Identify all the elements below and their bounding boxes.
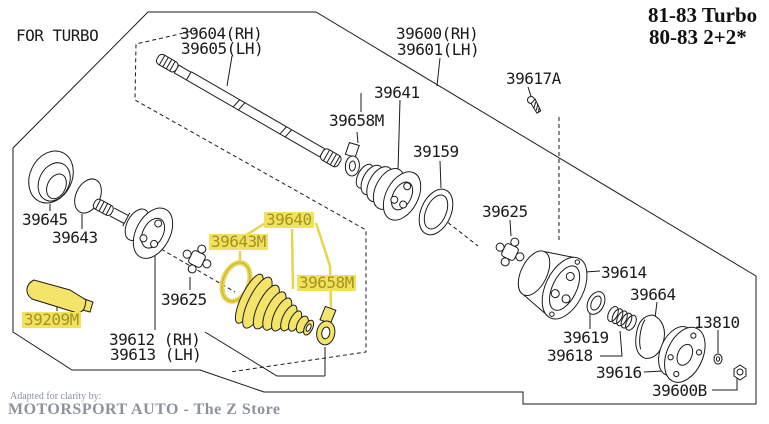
hub-39616-art — [658, 326, 706, 383]
ring-39159-art — [418, 188, 454, 236]
part-label-39613-lh: 39613 (LH) — [110, 345, 202, 364]
inner-edge — [204, 331, 325, 377]
part-label-39600-rh: 39600(RH) — [396, 24, 479, 43]
footer-brand: MOTORSPORT AUTO - The Z Store — [8, 401, 281, 418]
part-label-39159: 39159 — [413, 142, 459, 161]
boot-39641-art — [355, 163, 422, 221]
screw-art — [527, 96, 542, 114]
part-label-39209m-highlighted: 39209M — [22, 310, 81, 329]
footer-credit: Adapted for clarity by: — [10, 391, 102, 402]
part-label-13810: 13810 — [694, 313, 740, 332]
part-label-39617a: 39617A — [506, 69, 561, 88]
part-label-39601-lh: 39601(LH) — [397, 40, 480, 59]
spider-right-art — [495, 237, 525, 267]
clamp-39658m-art — [316, 305, 337, 346]
nut-39600b-art — [733, 364, 747, 381]
part-label-39605-lh: 39605(LH) — [181, 39, 264, 58]
part-label-39619: 39619 — [563, 328, 609, 347]
halfshaft-art — [155, 53, 342, 168]
note-for-turbo: FOR TURBO — [16, 26, 99, 45]
part-label-39643: 39643 — [52, 228, 98, 247]
part-label-39640-highlighted: 39640 — [264, 210, 314, 229]
part-label-39604-rh: 39604(RH) — [180, 24, 263, 43]
part-label-39645: 39645 — [22, 210, 68, 229]
part-label-39643m-highlighted: 39643M — [209, 232, 268, 251]
part-label-39641: 39641 — [374, 83, 420, 102]
ring-39619-art — [586, 291, 606, 315]
housing-39614-art — [517, 250, 588, 320]
part-label-39625-left: 39625 — [161, 290, 207, 309]
part-label-39600b: 39600B — [652, 381, 707, 400]
part-label-39664: 39664 — [630, 285, 676, 304]
spider-left-art — [182, 244, 212, 274]
leader-lines — [49, 55, 738, 391]
part-label-39625-right: 39625 — [482, 202, 528, 221]
diagram-border — [12, 11, 757, 405]
part-label-39618: 39618 — [547, 346, 593, 365]
boot-39640-art — [234, 273, 315, 336]
inner-joint-art — [92, 198, 174, 259]
part-label-39616: 39616 — [596, 363, 642, 382]
grease-cone-39209m-art — [26, 279, 94, 314]
part-label-39614: 39614 — [601, 263, 647, 282]
shield-39645-art — [28, 150, 74, 204]
header-model-line1: 81-83 Turbo — [648, 3, 758, 27]
clamp-top-art — [344, 142, 360, 177]
part-label-39612-rh: 39612 (RH) — [109, 330, 201, 349]
washer-13810-art — [713, 353, 723, 365]
part-label-39658m-highlighted: 39658M — [297, 273, 356, 292]
spring-39618-art — [607, 306, 637, 331]
plate-39664-art — [635, 314, 665, 359]
part-label-39658m-top: 39658M — [329, 111, 384, 130]
header-model-line2: 80-83 2+2* — [649, 25, 747, 49]
dashed-kit-boundary — [124, 29, 560, 373]
